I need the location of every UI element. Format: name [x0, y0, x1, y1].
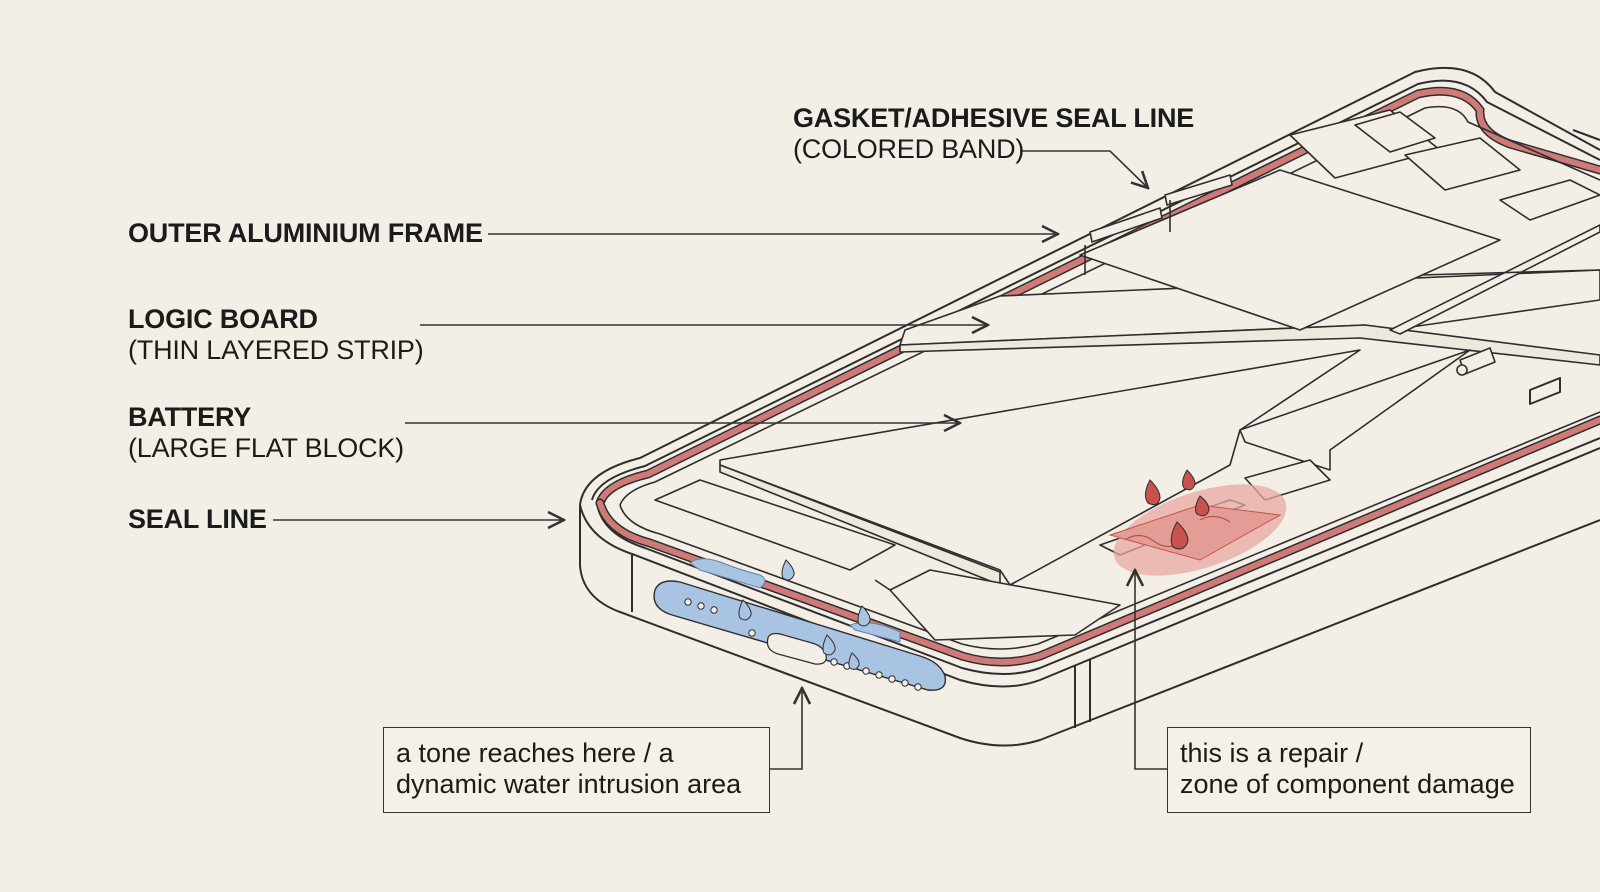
water-callout-line2: dynamic water intrusion area: [396, 769, 742, 799]
leader-lines: [273, 150, 1167, 770]
outer-frame-title: OUTER ALUMINIUM FRAME: [128, 218, 483, 248]
gasket-seal-subtitle: (COLORED BAND): [793, 134, 1025, 164]
upper-components: [1079, 109, 1600, 331]
battery-title: BATTERY: [128, 402, 252, 432]
logic-board-label: LOGIC BOARD (THIN LAYERED STRIP): [128, 304, 424, 366]
water-callout-leader: [770, 688, 802, 770]
outer-frame-label: OUTER ALUMINIUM FRAME: [128, 218, 483, 249]
battery-label: BATTERY (LARGE FLAT BLOCK): [128, 402, 404, 464]
charging-port: [766, 632, 827, 665]
seal-line-title: SEAL LINE: [128, 504, 267, 534]
gasket-leader: [1020, 150, 1148, 188]
inner-tray: [619, 105, 1600, 650]
gasket-seal-label: GASKET/ADHESIVE SEAL LINE (COLORED BAND): [793, 103, 1194, 165]
repair-zone-callout: this is a repair / zone of component dam…: [1167, 727, 1531, 813]
repair-callout-line2: zone of component damage: [1180, 769, 1515, 799]
logic-board-subtitle: (THIN LAYERED STRIP): [128, 335, 424, 365]
seal-line-label: SEAL LINE: [128, 504, 267, 535]
battery-subtitle: (LARGE FLAT BLOCK): [128, 433, 404, 463]
water-intrusion-callout: a tone reaches here / a dynamic water in…: [383, 727, 770, 813]
damage-zone: [1108, 469, 1287, 576]
water-intrusion-zone: [653, 558, 947, 691]
water-callout-line1: a tone reaches here / a: [396, 738, 674, 768]
gasket-seal-title: GASKET/ADHESIVE SEAL LINE: [793, 103, 1195, 133]
logic-board-title: LOGIC BOARD: [128, 304, 318, 334]
repair-callout-line1: this is a repair /: [1180, 738, 1364, 768]
speaker-holes: [684, 598, 922, 691]
repair-callout-leader: [1135, 570, 1167, 770]
